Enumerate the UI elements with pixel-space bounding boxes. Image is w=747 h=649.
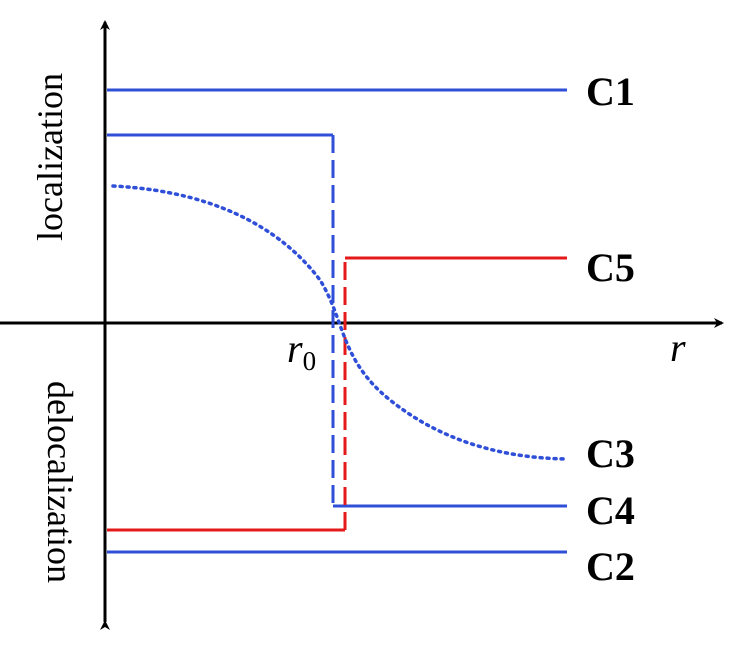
curve-c3 bbox=[111, 184, 569, 461]
x-axis-label: r bbox=[670, 325, 686, 370]
r0-main: r bbox=[287, 326, 303, 371]
label-c3: C3 bbox=[586, 431, 635, 476]
label-c4: C4 bbox=[586, 488, 635, 533]
r0-label: r0 bbox=[287, 326, 316, 376]
label-c1: C1 bbox=[586, 69, 635, 114]
label-c2: C2 bbox=[586, 544, 635, 589]
r0-sub: 0 bbox=[303, 346, 317, 376]
y-label-delocalization: delocalization bbox=[40, 381, 80, 583]
y-label-localization: localization bbox=[30, 73, 70, 241]
label-c5: C5 bbox=[586, 245, 635, 290]
